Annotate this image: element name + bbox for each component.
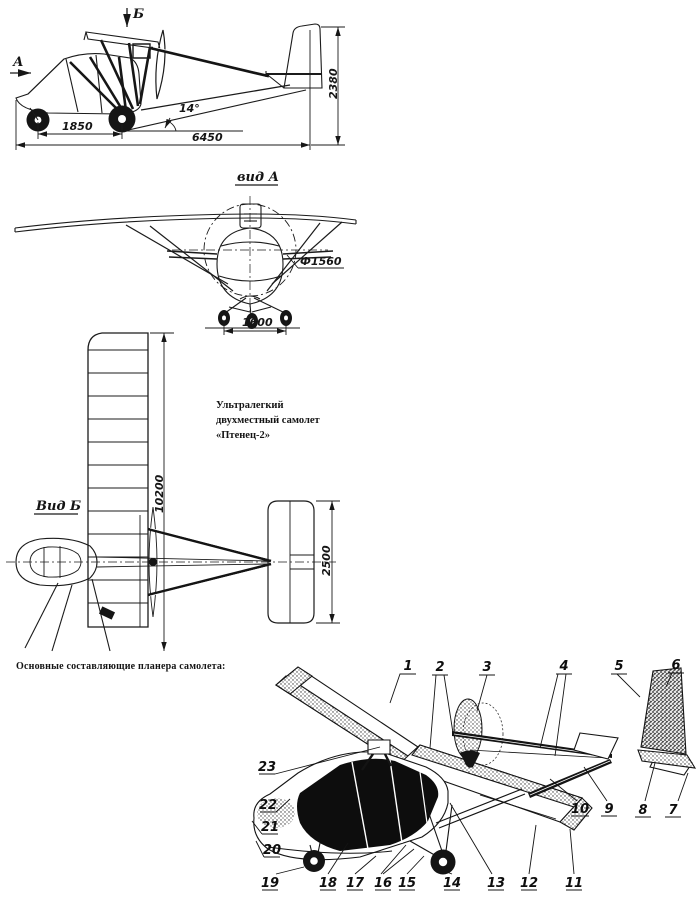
callout-11: 11	[565, 876, 583, 891]
wing-struts-front	[126, 222, 342, 291]
dim-length-text: 6450	[192, 131, 223, 144]
wing-front	[15, 214, 356, 232]
callout-14: 14	[443, 876, 461, 891]
callout-7: 7	[668, 803, 678, 818]
label-a: А	[12, 55, 24, 70]
engine-front	[240, 204, 261, 228]
callout-13: 13	[487, 876, 505, 891]
dim-track-text: 1600	[242, 316, 273, 329]
struts-top	[25, 579, 116, 651]
tail-side	[266, 24, 322, 88]
front-view-label: вид А	[237, 170, 279, 185]
tail-booms-perspective	[452, 731, 612, 798]
dim-wheelbase-text: 1850	[62, 120, 93, 133]
callout-18: 18	[319, 876, 337, 891]
propeller-top	[149, 507, 157, 617]
fuselage-pod-side	[16, 54, 141, 114]
callout-15: 15	[398, 876, 416, 891]
callout-5: 5	[614, 659, 623, 674]
dim-stab-span	[316, 501, 340, 623]
callout-4: 4	[558, 659, 568, 674]
aircraft-caption: Ультралегкий двухместный самолет «Птенец…	[216, 398, 346, 443]
left-wing	[276, 667, 418, 765]
propeller-disc-circle	[204, 204, 296, 296]
wing-side	[84, 32, 160, 49]
wheels-side	[26, 105, 136, 133]
callout-16: 16	[374, 876, 392, 891]
callout-19: 19	[261, 876, 279, 891]
stabilizer-top	[268, 501, 314, 623]
caption-line-1: Ультралегкий	[216, 400, 284, 411]
callout-22: 22	[259, 798, 277, 813]
boom-angle-dim	[124, 118, 243, 131]
callout-6: 6	[671, 658, 680, 673]
callout-9: 9	[604, 802, 613, 817]
label-b: Б	[132, 7, 144, 22]
dim-track	[224, 320, 286, 335]
dim-wheelbase	[38, 122, 122, 139]
engine-side	[133, 44, 150, 58]
landing-gear-perspective	[303, 805, 456, 875]
callout-2: 2	[435, 660, 444, 675]
tail-boom-side	[124, 47, 306, 131]
callout-1: 1	[403, 659, 412, 674]
callout-leaders	[252, 673, 688, 890]
dim-height	[311, 27, 345, 145]
dim-span-text: 10200	[153, 474, 166, 513]
callout-23: 23	[258, 760, 276, 775]
landing-gear-front	[205, 298, 300, 329]
caption-line-2: двухместный самолет	[216, 415, 320, 426]
angle-text: 14°	[179, 102, 200, 115]
front-view-drawing: вид А Ф1560 1600	[0, 170, 395, 338]
cockpit-truss	[70, 40, 150, 111]
side-view-drawing: Б А 1850 6450 2380 14°	[0, 7, 360, 166]
propeller-side	[156, 30, 165, 99]
top-view-label: Вид Б	[35, 499, 81, 514]
prop-diameter-leader	[287, 255, 344, 268]
fin-perspective	[638, 668, 695, 768]
callout-8: 8	[638, 803, 647, 818]
caption-line-3: «Птенец-2»	[216, 430, 270, 441]
fuselage-pod-front	[217, 228, 283, 304]
dim-span	[150, 333, 174, 651]
tail-booms-top	[97, 528, 271, 596]
callout-20: 20	[263, 843, 281, 858]
propeller-perspective	[454, 699, 503, 768]
callout-17: 17	[346, 876, 365, 891]
callout-21: 21	[261, 820, 279, 835]
callout-10: 10	[571, 802, 589, 817]
dim-length	[16, 30, 310, 150]
dim-stab-text: 2500	[320, 545, 333, 576]
fuselage-pod-top	[16, 538, 97, 585]
canopy	[297, 758, 439, 851]
top-view-drawing: Вид Б 10200 2500	[0, 315, 350, 660]
dim-height-text: 2380	[327, 68, 340, 99]
wing-pylon	[362, 740, 391, 770]
perspective-drawing: 1 2 3 4 5 6 7 8 9 10 11 12 13 14 15 16 1…	[240, 658, 700, 891]
callout-3: 3	[482, 660, 491, 675]
wing-top	[88, 333, 148, 627]
parts-list-heading: Основные составляющие планера самолета:	[16, 661, 226, 672]
prop-diameter-text: Ф1560	[300, 255, 342, 268]
callout-12: 12	[520, 876, 538, 891]
